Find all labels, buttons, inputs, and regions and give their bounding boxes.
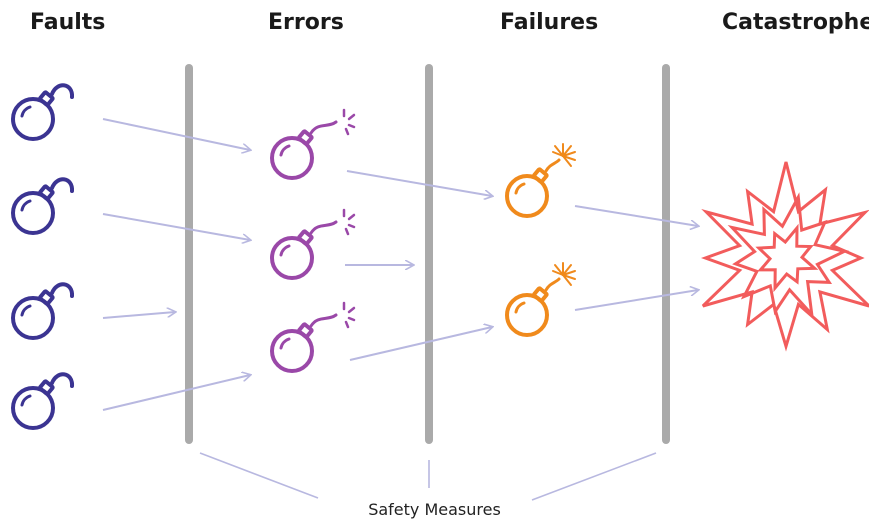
arrow-fault3-blocked — [102, 312, 175, 319]
arrow-error1-failure1 — [346, 170, 492, 196]
arrow-error3-failure2 — [349, 327, 492, 361]
flow-arrows — [102, 118, 698, 411]
errors-heading: Errors — [268, 10, 344, 35]
failures-heading: Failures — [500, 10, 599, 35]
arrow-failure1-catastrophe — [574, 205, 698, 226]
arrow-fault4-error3 — [102, 375, 250, 411]
connector-barrier-3 — [531, 452, 657, 501]
arrow-failure2-catastrophe — [574, 290, 698, 311]
explosion-icon — [700, 161, 869, 352]
catastrophe-heading: Catastrophe — [722, 10, 869, 35]
arrow-fault1-error1 — [102, 118, 250, 150]
faults-heading: Faults — [30, 10, 106, 35]
arrow-fault2-error2 — [102, 213, 250, 240]
safety-measures-label: Safety Measures — [368, 500, 501, 519]
connector-barrier-1 — [199, 452, 319, 499]
